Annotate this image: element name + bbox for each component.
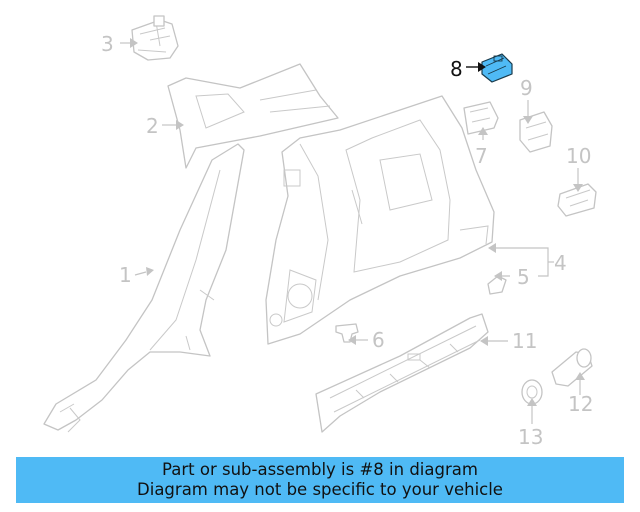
part-1-pillar-trim — [43, 143, 245, 433]
callout-3[interactable]: 3 — [101, 32, 114, 56]
callout-8[interactable]: 8 — [450, 57, 463, 81]
quarter-inner-panel — [265, 95, 495, 345]
callout-5[interactable]: 5 — [517, 265, 530, 289]
arrowheads — [130, 38, 585, 406]
callout-labels: 3 2 1 4 5 6 7 8 9 10 11 12 13 — [101, 32, 593, 449]
part-7-clip — [463, 101, 499, 135]
callout-6[interactable]: 6 — [372, 328, 385, 352]
part-2-upper-trim — [167, 63, 339, 169]
info-banner: Part or sub-assembly is #8 in diagram Di… — [16, 457, 624, 503]
callout-11[interactable]: 11 — [512, 329, 537, 353]
callout-9[interactable]: 9 — [520, 76, 533, 100]
callout-10[interactable]: 10 — [566, 144, 591, 168]
leader-lines — [120, 42, 581, 424]
part-12-plug — [551, 348, 593, 387]
part-5-grommet — [487, 275, 507, 295]
part-8-highlighted-component[interactable] — [481, 53, 513, 83]
callout-4[interactable]: 4 — [554, 251, 567, 275]
part-10-connector — [557, 183, 597, 217]
callout-2[interactable]: 2 — [146, 114, 159, 138]
part-6-clip — [335, 323, 359, 343]
callout-13[interactable]: 13 — [518, 425, 543, 449]
part-11-sill-panel — [315, 313, 489, 433]
banner-line-1: Part or sub-assembly is #8 in diagram — [162, 460, 478, 479]
callout-1[interactable]: 1 — [119, 263, 132, 287]
part-3-bracket — [131, 15, 179, 61]
callout-7[interactable]: 7 — [475, 144, 488, 168]
callout-12[interactable]: 12 — [568, 392, 593, 416]
banner-line-2: Diagram may not be specific to your vehi… — [137, 480, 503, 499]
parts-diagram: 3 2 1 4 5 6 7 8 9 10 11 12 13 — [43, 15, 597, 449]
